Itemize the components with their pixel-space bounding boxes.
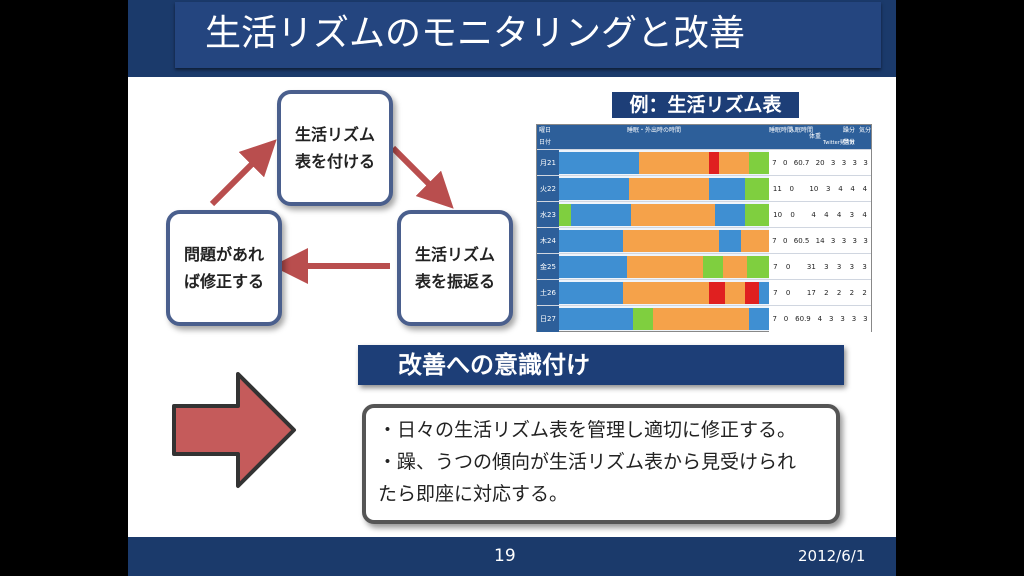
header-mood: 気分 — [859, 127, 872, 134]
body-line: たら即座に対応する。 — [378, 483, 569, 505]
body-line: ・日々の生活リズム表を管理し適切に修正する。 — [378, 419, 797, 441]
header-hours: 睡眠・外出時の時間 — [627, 127, 682, 134]
row-date: 27 — [547, 315, 556, 323]
cycle-node-review-label: 生活リズム 表を振返る — [414, 245, 495, 291]
body-textbox: ・日々の生活リズム表を管理し適切に修正する。 ・躁、うつの傾向が生活リズム表から… — [362, 404, 840, 524]
header-mania: 躁分 — [843, 127, 856, 134]
header-sleep: 睡眠時間 — [769, 127, 794, 134]
body-line: ・躁、うつの傾向が生活リズム表から見受けられ — [378, 451, 797, 473]
header-day: 曜日 — [539, 127, 552, 134]
cycle-node-fix: 問題があれ ば修正する — [166, 210, 282, 326]
title-box: 生活リズムのモニタリングと改善 — [175, 2, 881, 68]
arrow-top-to-right — [390, 145, 454, 209]
arrow-left-to-top — [209, 139, 277, 207]
row-day: 火 — [540, 185, 548, 193]
row-day: 金 — [540, 263, 548, 271]
rhythm-table: 曜日 日付 睡眠・外出時の時間 睡眠時間 入眠時間 体重 Twitter発言数 … — [536, 124, 872, 332]
section-band-title: 改善への意識付け — [398, 351, 590, 379]
cycle-node-record: 生活リズム 表を付ける — [277, 90, 393, 206]
row-date: 25 — [547, 263, 556, 271]
header-onset: 入眠時間 — [789, 127, 814, 134]
row-date: 26 — [547, 289, 556, 297]
row-date: 24 — [547, 237, 556, 245]
row-day: 月 — [540, 159, 548, 167]
slide-title: 生活リズムのモニタリングと改善 — [205, 13, 746, 54]
row-day: 木 — [540, 237, 548, 245]
cycle-node-review: 生活リズム 表を振返る — [397, 210, 513, 326]
row-day: 土 — [540, 289, 548, 297]
row-date: 22 — [547, 185, 556, 193]
rhythm-table-header: 曜日 日付 睡眠・外出時の時間 睡眠時間 入眠時間 体重 Twitter発言数 … — [537, 125, 871, 149]
row-date: 21 — [547, 159, 556, 167]
cycle-node-fix-label: 問題があれ ば修正する — [183, 245, 264, 291]
header-date: 日付 — [539, 139, 552, 146]
slide: 生活リズムのモニタリングと改善 生活リズム 表を付ける 生活リズム 表を振返る … — [128, 0, 896, 576]
row-day: 日 — [540, 315, 548, 323]
header-depression: 鬱分 — [843, 139, 856, 146]
footer-bar: 19 2012/6/1 — [128, 537, 896, 576]
header-twitter: Twitter発言数 — [823, 140, 855, 146]
section-band: 改善への意識付け — [358, 345, 844, 385]
example-title: 例：生活リズム表 — [612, 92, 799, 118]
cycle-node-record-label: 生活リズム 表を付ける — [294, 125, 375, 171]
row-date: 23 — [547, 211, 556, 219]
header-weight: 体重 — [809, 133, 822, 140]
row-day: 水 — [540, 211, 548, 219]
slide-date: 2012/6/1 — [798, 547, 866, 565]
right-arrow-icon — [172, 372, 296, 488]
cycle-arrows — [209, 139, 454, 284]
title-bar: 生活リズムのモニタリングと改善 — [128, 0, 896, 77]
page-number: 19 — [494, 546, 516, 566]
